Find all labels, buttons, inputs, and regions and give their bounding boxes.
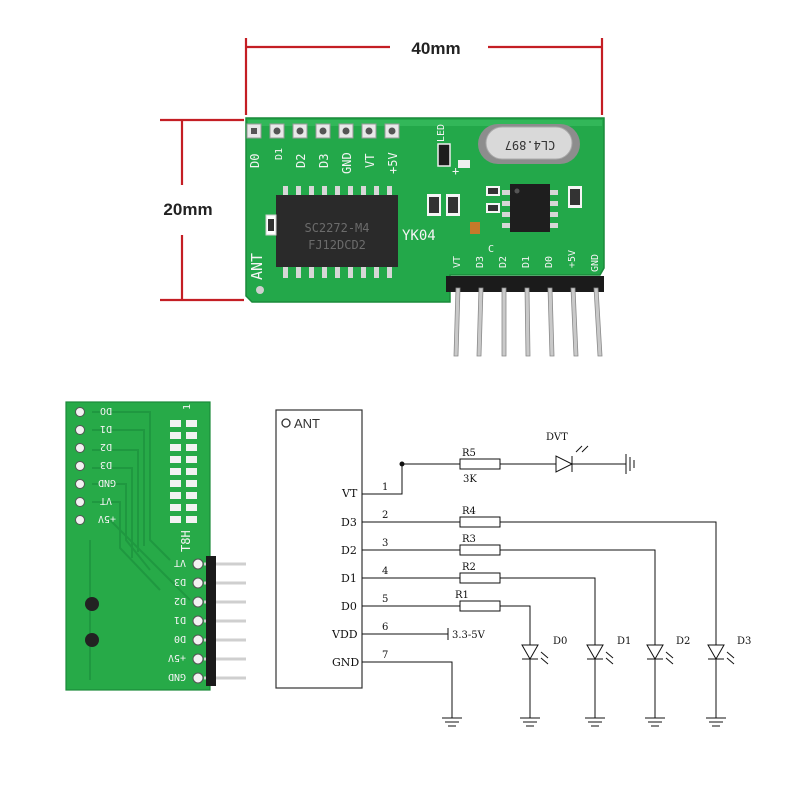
pin-num-4: 4: [382, 566, 388, 577]
front-header-label-d0: D0: [544, 256, 555, 268]
front-header-label-gnd: GND: [590, 254, 601, 272]
back-left-label-gnd: GND: [98, 477, 116, 488]
front-top-label-d3: D3: [317, 154, 331, 168]
r5-label: R5: [462, 448, 476, 459]
front-top-label-5v: +5V: [386, 152, 400, 174]
pin-num-1: 1: [382, 482, 388, 493]
front-header-label-d1: D1: [521, 256, 532, 268]
pin-header: [446, 276, 604, 357]
cap-label: C: [488, 244, 494, 255]
back-left-label-d1: D1: [100, 423, 112, 434]
small-ic: [502, 184, 558, 232]
back-left-label-d3: D3: [100, 459, 112, 470]
pin-name-d1: D1: [341, 572, 357, 585]
back-left-label-d0: DO: [100, 405, 112, 416]
schematic: ANT VT D3 D2 D1 D0 VDD GND 1 2 3 4 5 6 7: [275, 409, 751, 727]
front-header-label-5v: +5V: [567, 250, 578, 268]
back-right-label-gnd: GND: [168, 671, 186, 682]
back-right-label-d0: D0: [174, 633, 186, 644]
r1-label: R1: [455, 590, 469, 601]
front-header-label-d2: D2: [498, 256, 509, 268]
antenna-label: ANT: [248, 253, 266, 280]
pin-name-gnd: GND: [332, 656, 359, 669]
pin-name-vdd: VDD: [331, 628, 358, 641]
front-header-label-d3: D3: [475, 256, 486, 268]
width-dimension-label: 40mm: [411, 39, 460, 58]
back-marking-1: 1: [182, 404, 193, 410]
dimension-annotations: [160, 38, 604, 302]
front-board: D0 D1 D2 D3 GND VT +5V LED + CL4.897 SC2…: [245, 117, 605, 357]
front-top-label-d0: D0: [248, 154, 262, 168]
back-marking-t8h: T8H: [179, 530, 193, 552]
back-right-label-d2: D2: [174, 595, 186, 606]
pin-num-3: 3: [382, 538, 388, 549]
r2-label: R2: [462, 562, 476, 573]
led-d0-label: D0: [553, 636, 567, 647]
led-d1-label: D1: [617, 636, 631, 647]
back-left-label-d2: D2: [100, 441, 112, 452]
led-d2-label: D2: [676, 636, 690, 647]
front-top-label-gnd: GND: [340, 152, 354, 174]
back-left-label-5v: +5V: [98, 513, 116, 524]
front-led-label: LED: [436, 124, 447, 142]
pin-num-5: 5: [382, 594, 388, 605]
r3-label: R3: [462, 534, 476, 545]
led-d3-label: D3: [737, 636, 751, 647]
r5-value: 3K: [463, 474, 477, 485]
back-ic-pads: [170, 420, 197, 523]
height-dimension-label: 20mm: [163, 200, 212, 219]
led-component: [437, 143, 451, 167]
chip-line-1: SC2272-M4: [304, 221, 369, 235]
back-left-label-vt: VT: [100, 495, 112, 506]
front-led-sign: +: [452, 164, 459, 178]
back-board: DO D1 D2 D3 GND VT +5V 1 T8H VT D3 D2 D1…: [65, 401, 246, 691]
model-label: YK04: [402, 228, 436, 244]
crystal-label: CL4.897: [505, 138, 556, 152]
chip-line-2: FJ12DCD2: [308, 238, 366, 252]
front-top-label-d2: D2: [294, 154, 308, 168]
vdd-value: 3.3-5V: [452, 630, 486, 641]
pin-num-6: 6: [382, 622, 388, 633]
pin-num-2: 2: [382, 510, 388, 521]
dvt-label: DVT: [546, 432, 568, 443]
back-right-label-vt: VT: [174, 557, 186, 568]
pin-name-d0: D0: [341, 600, 357, 613]
pin-name-d3: D3: [341, 516, 357, 529]
back-right-label-d1: D1: [174, 614, 186, 625]
crystal-component: CL4.897: [478, 124, 580, 164]
pin-num-7: 7: [382, 650, 388, 661]
front-top-label-d1: D1: [274, 148, 285, 160]
back-right-label-d3: D3: [174, 576, 186, 587]
schematic-ant-label: ANT: [294, 416, 320, 431]
pin-name-vt: VT: [341, 487, 358, 500]
top-pads: [246, 123, 400, 139]
front-top-label-vt: VT: [363, 154, 377, 168]
decoder-chip: SC2272-M4 FJ12DCD2: [276, 186, 398, 278]
front-header-label-vt: VT: [452, 256, 463, 268]
module-box: [275, 409, 363, 689]
pin-name-d2: D2: [341, 544, 357, 557]
r4-label: R4: [462, 506, 476, 517]
back-right-label-5v: +5V: [168, 652, 186, 663]
